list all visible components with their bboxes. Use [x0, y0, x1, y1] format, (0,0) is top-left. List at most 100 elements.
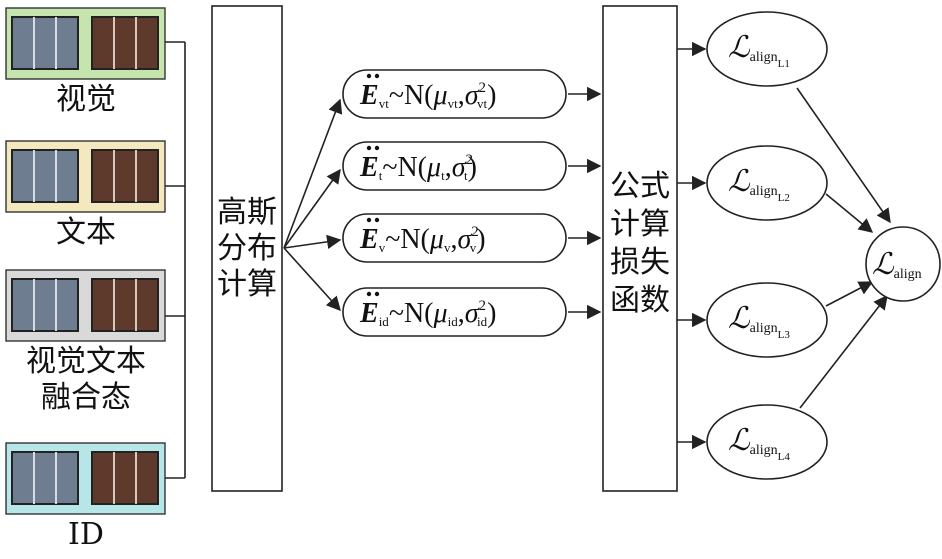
loss-label: ℒalignL1 [728, 31, 790, 70]
formula-close: ) [468, 152, 477, 183]
formula-accent-dot [374, 217, 380, 223]
formula-close: ) [487, 298, 496, 329]
loss-symbol: ℒ [728, 165, 751, 198]
loss-symbol: ℒ [728, 424, 751, 457]
loss-ellipse-outline [706, 282, 828, 358]
formula-comma: , [458, 80, 465, 111]
formula-E: E [359, 298, 379, 329]
vision-feature-block [11, 278, 79, 332]
input-label-2: 融合态 [41, 380, 131, 415]
loss-box-line-1: 公式 [610, 169, 670, 204]
formula-dist: ~N( [385, 224, 430, 255]
formula-comma: , [458, 298, 465, 329]
formula-comma: , [445, 152, 452, 183]
loss-ellipse-0: ℒalignL1 [706, 11, 828, 87]
vision-feature-block [11, 16, 79, 70]
loss-label: ℒalignL4 [728, 424, 790, 463]
gaussian-line-2: 分布 [217, 231, 277, 266]
input-label: 文本 [56, 215, 116, 250]
input-panel-3: ID [5, 442, 166, 552]
formula-accent-dot [374, 73, 380, 79]
formula-mu: μ [426, 152, 441, 183]
loss-ellipse-outline [706, 145, 828, 221]
formula-accent-dot [366, 217, 372, 223]
formula-E-sub: t [379, 168, 383, 183]
formula-sigma: σ [465, 298, 480, 329]
formula-close: ) [476, 224, 485, 255]
formula-accent-dot [374, 145, 380, 151]
formula-mu-sub: v [444, 240, 451, 255]
formula-square: 2 [479, 80, 487, 96]
formula-dist: ~N( [389, 80, 434, 111]
formula-pill-outline [342, 141, 567, 191]
formula-comma: , [450, 224, 457, 255]
formula-pill-outline [342, 69, 567, 119]
formula-E-sub: vt [379, 96, 390, 111]
final-loss-circle [865, 226, 941, 302]
loss-ellipse-outline [706, 11, 828, 87]
loss-sub: align [750, 321, 778, 336]
formula-mu: μ [433, 298, 448, 329]
formula-sigma: σ [465, 80, 480, 111]
input-label: 视觉 [56, 82, 116, 117]
formula-mu: μ [433, 80, 448, 111]
formula-E: E [359, 80, 379, 111]
loss-subsub: L3 [778, 329, 791, 341]
input-label: 视觉文本 [26, 344, 146, 379]
formula-sigma-sub: t [464, 168, 468, 183]
formula-pill-outline [342, 213, 567, 263]
formula-sigma: σ [452, 152, 467, 183]
loss-subsub: L2 [778, 192, 790, 204]
formula-sigma: σ [457, 224, 472, 255]
formula-mu-sub: id [448, 314, 459, 329]
text-feature-block [91, 451, 159, 505]
loss-ellipse-outline [706, 404, 828, 480]
text-feature-block [91, 278, 159, 332]
formula-arrows [568, 86, 602, 320]
loss-sub: align [750, 443, 778, 458]
loss-box-line-4: 函数 [610, 283, 670, 318]
formula-pill-outline [342, 287, 567, 337]
formula-square: 2 [479, 298, 487, 314]
loss-box-line-2: 计算 [610, 207, 670, 242]
final-loss-sub: align [894, 267, 922, 282]
formula-dist: ~N( [382, 152, 427, 183]
formula-square: 2 [466, 152, 474, 168]
loss-label: ℒalignL3 [728, 302, 790, 341]
input-label: ID [68, 517, 104, 552]
loss-sub: align [750, 50, 778, 65]
formula-sigma-sub: vt [477, 96, 488, 111]
formula-square: 2 [471, 224, 479, 240]
loss-arrows [677, 41, 707, 450]
formula-mu-sub: t [441, 168, 445, 183]
loss-ellipse-1: ℒalignL2 [706, 145, 828, 221]
formula-dist: ~N( [389, 298, 434, 329]
formula-E: E [359, 224, 379, 255]
gaussian-box [211, 5, 283, 492]
gaussian-line-1: 高斯 [217, 195, 277, 230]
formula-close: ) [487, 80, 496, 111]
vision-feature-block [11, 451, 79, 505]
formula-accent-dot [366, 73, 372, 79]
text-feature-block [91, 16, 159, 70]
text-feature-block [91, 149, 159, 203]
final-loss-label: ℒalign [872, 248, 922, 282]
final-loss-symbol: ℒ [872, 248, 895, 281]
input-connector [165, 41, 186, 479]
formula-sigma-sub: id [477, 314, 488, 329]
formula-sigma-sub: v [470, 240, 477, 255]
input-panel-0: 视觉 [5, 7, 166, 117]
loss-ellipse-3: ℒalignL4 [706, 404, 828, 480]
formula-E-sub: v [379, 240, 386, 255]
gaussian-arrows [283, 98, 343, 312]
formula-E-sub: id [379, 314, 390, 329]
